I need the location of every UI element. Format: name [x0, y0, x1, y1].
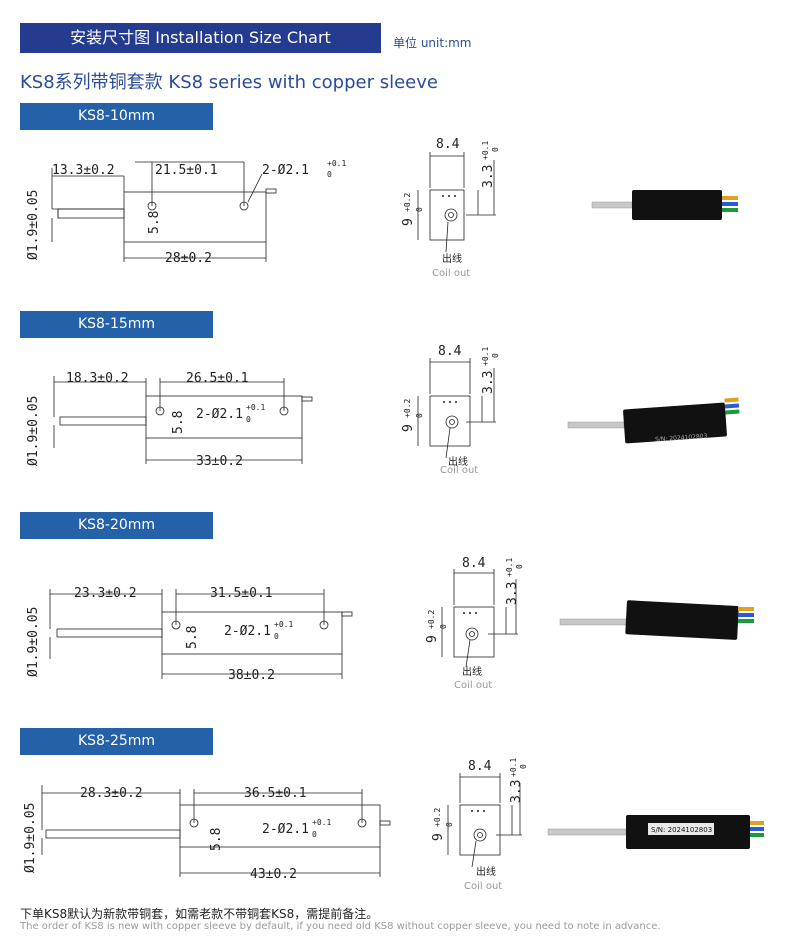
- dim-33-hi: +0.1: [481, 141, 490, 160]
- dim-left: 13.3±0.2: [52, 163, 115, 178]
- product-photo: [591, 190, 738, 220]
- drawing-svg: 13.3±0.2 21.5±0.1 2-Ø2.1 +0.1 0 5.8 28±0…: [26, 137, 738, 279]
- section-header: 安装尺寸图 Installation Size Chart: [20, 23, 381, 53]
- dim-9-hi: +0.2: [403, 193, 412, 212]
- shaft: [57, 208, 125, 219]
- tol-hi: +0.1: [274, 620, 293, 629]
- dim-9-hi: +0.2: [403, 399, 412, 418]
- dim-9: 9: [425, 635, 440, 643]
- coil-en: Coil out: [440, 465, 478, 476]
- label-ks8-15: KS8-15mm: [20, 311, 213, 338]
- tol-lo: 0: [312, 830, 317, 839]
- dim-33: 3.3: [481, 165, 496, 188]
- serial-print: S/N: 2024102803: [655, 433, 708, 444]
- dim-9-lo: 0: [439, 624, 448, 629]
- coil-cn: 出线: [476, 865, 496, 878]
- sleeve-body: [123, 191, 267, 243]
- dim-84: 8.4: [468, 759, 492, 774]
- dim-33-hi: +0.1: [481, 347, 490, 366]
- dim-33: 3.3: [505, 582, 520, 605]
- drawing-ks8-25: 28.3±0.2 36.5±0.1 2-Ø2.1 +0.1 0 5.8 43±0…: [0, 755, 790, 900]
- coil-en: Coil out: [454, 680, 492, 691]
- product-photo: S/N: 2024102803: [547, 815, 764, 849]
- dim-mid: 26.5±0.1: [186, 371, 249, 386]
- note-en: The order of KS8 is new with copper slee…: [20, 921, 661, 932]
- dim-diameter: Ø1.9±0.05: [26, 607, 41, 677]
- dim-hole: 2-Ø2.1: [262, 163, 309, 178]
- dim-total: 43±0.2: [250, 867, 297, 882]
- tol-hi: +0.1: [312, 818, 331, 827]
- pin: [265, 188, 277, 194]
- dim-33-hi: +0.1: [509, 758, 518, 777]
- unit-label: 单位 unit:mm: [393, 36, 472, 50]
- dim-diameter: Ø1.9±0.05: [23, 803, 38, 873]
- tol-lo: 0: [246, 415, 251, 424]
- coil-cn: 出线: [442, 252, 462, 265]
- dim-9-lo: 0: [415, 207, 424, 212]
- dim-84: 8.4: [436, 137, 460, 152]
- dim-84: 8.4: [438, 344, 462, 359]
- label-ks8-10: KS8-10mm: [20, 103, 213, 130]
- dim-hole: 2-Ø2.1: [224, 624, 271, 639]
- dim-84: 8.4: [462, 556, 486, 571]
- dim-58: 5.8: [185, 626, 200, 649]
- product-photo: [559, 600, 754, 640]
- coil-cn: 出线: [448, 455, 468, 468]
- coil-en: Coil out: [464, 881, 502, 892]
- dim-mid: 31.5±0.1: [210, 586, 273, 601]
- dim-diameter: Ø1.9±0.05: [26, 190, 41, 260]
- dim-diameter: Ø1.9±0.05: [26, 396, 41, 466]
- dim-hole: 2-Ø2.1: [196, 407, 243, 422]
- drawing-ks8-15: 18.3±0.2 26.5±0.1 2-Ø2.1 +0.1 0 5.8 33±0…: [0, 338, 790, 506]
- product-photo: S/N: 2024102803: [567, 397, 740, 444]
- tol-lo: 0: [327, 170, 332, 179]
- dim-58: 5.8: [171, 411, 186, 434]
- tol-hi: +0.1: [327, 159, 346, 168]
- drawing-ks8-20: 23.3±0.2 31.5±0.1 2-Ø2.1 +0.1 0 5.8 38±0…: [0, 539, 790, 709]
- note-cn: 下单KS8默认为新款带铜套，如需老款不带铜套KS8，需提前备注。: [20, 907, 379, 921]
- dim-mid: 36.5±0.1: [244, 786, 307, 801]
- coil-en: Coil out: [432, 268, 470, 279]
- dim-9: 9: [401, 218, 416, 226]
- shaft: [59, 416, 147, 426]
- dim-total: 33±0.2: [196, 454, 243, 469]
- dim-33-lo: 0: [515, 564, 524, 569]
- dim-left: 28.3±0.2: [80, 786, 143, 801]
- dim-33-lo: 0: [491, 353, 500, 358]
- dim-9-lo: 0: [415, 413, 424, 418]
- label-ks8-20: KS8-20mm: [20, 512, 213, 539]
- label-ks8-25: KS8-25mm: [20, 728, 213, 755]
- dim-left: 23.3±0.2: [74, 586, 137, 601]
- dim-9-lo: 0: [445, 822, 454, 827]
- dim-9-hi: +0.2: [427, 610, 436, 629]
- dim-hole: 2-Ø2.1: [262, 822, 309, 837]
- tol-lo: 0: [274, 632, 279, 641]
- dim-9: 9: [401, 424, 416, 432]
- series-subtitle: KS8系列带铜套款 KS8 series with copper sleeve: [20, 72, 438, 93]
- dim-mid: 21.5±0.1: [155, 163, 218, 178]
- dim-58: 5.8: [147, 211, 162, 234]
- dim-9: 9: [431, 833, 446, 841]
- tol-hi: +0.1: [246, 403, 265, 412]
- dim-total: 28±0.2: [165, 251, 212, 266]
- dim-33-lo: 0: [519, 764, 528, 769]
- dim-58: 5.8: [209, 828, 224, 851]
- dim-total: 38±0.2: [228, 668, 275, 683]
- dim-left: 18.3±0.2: [66, 371, 129, 386]
- dim-33-lo: 0: [491, 147, 500, 152]
- dim-33: 3.3: [509, 780, 524, 803]
- coil-cn: 出线: [462, 665, 482, 678]
- dim-33-hi: +0.1: [505, 558, 514, 577]
- serial-print: S/N: 2024102803: [651, 826, 712, 834]
- drawing-ks8-10: 13.3±0.2 21.5±0.1 2-Ø2.1 +0.1 0 5.8 28±0…: [0, 130, 790, 300]
- dim-9-hi: +0.2: [433, 808, 442, 827]
- dim-33: 3.3: [481, 371, 496, 394]
